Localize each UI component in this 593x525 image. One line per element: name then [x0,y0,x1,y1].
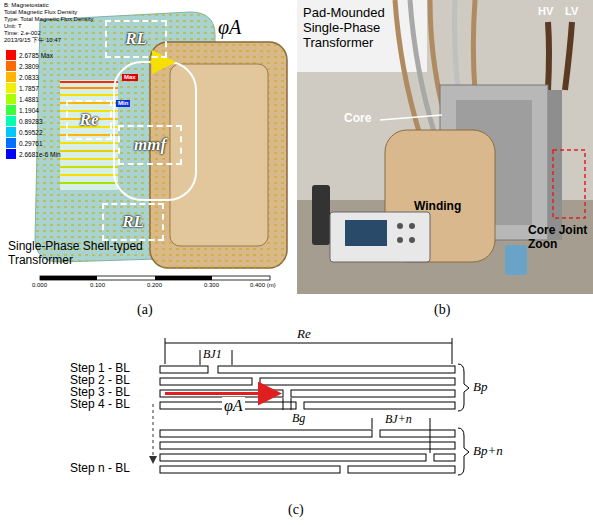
label-text: BJ+n [385,413,412,427]
legend-value: 2.3809 [19,63,39,70]
label-text: Core Joint Zoon [528,224,590,252]
region-label: mmf [134,135,166,155]
label-text: Bp [473,380,487,395]
label-text: Single-Phase Shell-typed Transformer [8,240,148,268]
label-text: LV [565,5,578,18]
legend-value: 0.89283 [19,118,43,125]
region-label: RL [125,29,147,49]
label-text: Winding [414,200,461,214]
legend-value: 0.29761 [19,140,43,147]
legend-row: 2.6681e-6 Min [6,149,61,159]
legend-value: 2.6785 Max [19,52,53,59]
legend-swatch [6,61,16,71]
label-text: φA [218,16,241,39]
label-text: 0.300 [204,282,219,289]
label-text: 0.400 (m) [250,282,276,289]
legend-value: 0.59522 [19,129,43,136]
label-text: B: Magnetostatic [4,2,49,9]
label-text: 2013/9/15 下午 10:47 [4,37,61,44]
legend-swatch [6,50,16,60]
legend-row: 0.29761 [6,138,43,148]
dashed-region-box: mmf [118,125,182,165]
dashed-region-box: Re [66,100,112,140]
label-text: Unit: T [4,23,22,30]
legend-swatch [6,83,16,93]
legend-row: 0.59522 [6,127,43,137]
label-text: HV [538,5,553,18]
label-text: Re [295,327,313,342]
dashed-region-box: RL [102,203,164,241]
label-text: Pad-Mounded Single-Phase Transformer [303,6,398,51]
label-text: Min [116,100,130,107]
region-label: Re [80,110,99,130]
label-text: Type: Total Magnetic Flux Density [4,16,94,23]
label-text: φA [222,397,245,415]
legend-value: 2.6681e-6 Min [19,151,61,158]
label-text: 0.000 [32,282,47,289]
legend-value: 1.7857 [19,85,39,92]
label-text: 0.200 [147,282,162,289]
legend-swatch [6,105,16,115]
label-text: (c) [288,502,304,518]
legend-row: 0.89283 [6,116,43,126]
legend-row: 2.6785 Max [6,50,53,60]
legend-swatch [6,94,16,104]
legend-swatch [6,116,16,126]
label-text: Bp+n [473,444,503,459]
simulation-panel [0,0,293,300]
legend-value: 1.1904 [19,107,39,114]
legend-swatch [6,127,16,137]
label-text: Total Magnetic Flux Density [4,9,77,16]
legend-swatch [6,138,16,148]
label-text: (b) [434,302,450,318]
label-text: (a) [137,302,153,318]
legend-value: 1.4881 [19,96,39,103]
lamination-diagram [153,338,469,475]
label-text: 0.100 [90,282,105,289]
legend-row: 1.7857 [6,83,39,93]
legend-row: 2.0833 [6,72,39,82]
dashed-region-box: RL [105,20,167,58]
label-text: Bg [292,412,305,426]
label-text: Max [122,74,138,81]
legend-value: 2.0833 [19,74,39,81]
label-text: Step 4 - BL [70,398,130,412]
legend-row: 1.4881 [6,94,39,104]
region-label: RL [122,212,144,232]
legend-swatch [6,149,16,159]
label-text: BJ1 [203,348,222,362]
legend-row: 1.1904 [6,105,39,115]
label-text: Time: 2.e-002 [4,30,41,37]
legend-row: 2.3809 [6,61,39,71]
label-text: Step n - BL [70,462,130,476]
legend-swatch [6,72,16,82]
photo-panel [297,0,593,294]
label-text: Core [344,112,371,126]
